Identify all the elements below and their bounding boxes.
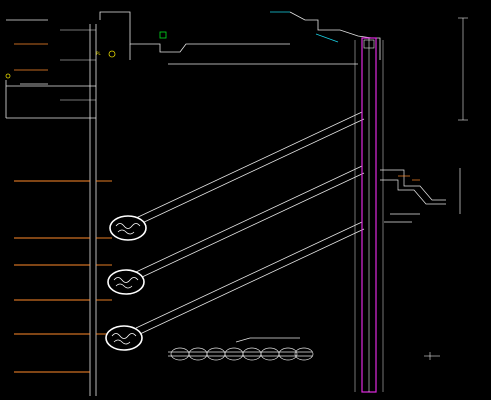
pl-marker-label: PL [96, 51, 101, 56]
level-marks-top [14, 43, 48, 71]
soil-layer-lines [14, 180, 112, 373]
grout-texture [111, 333, 137, 345]
grout-bulb [109, 215, 147, 241]
left-marker-icon [5, 73, 11, 79]
level-leaders-top [60, 29, 96, 101]
grout-texture [113, 277, 139, 289]
section-detail [380, 168, 461, 223]
retaining-pile [354, 37, 384, 393]
anchor-1 [109, 111, 365, 241]
green-marker-box [159, 31, 167, 39]
grout-bulb [107, 269, 145, 295]
anchor-cross-section [168, 337, 314, 361]
right-dimension [458, 17, 468, 121]
grout-texture [115, 223, 141, 235]
grout-bulb [105, 325, 143, 351]
anchor-3 [105, 221, 365, 351]
anchor-2 [107, 165, 365, 295]
cyan-annotations [270, 11, 339, 43]
bottom-right-marks [424, 352, 440, 360]
ground-profile [5, 11, 381, 396]
pl-marker-icon [108, 50, 116, 58]
